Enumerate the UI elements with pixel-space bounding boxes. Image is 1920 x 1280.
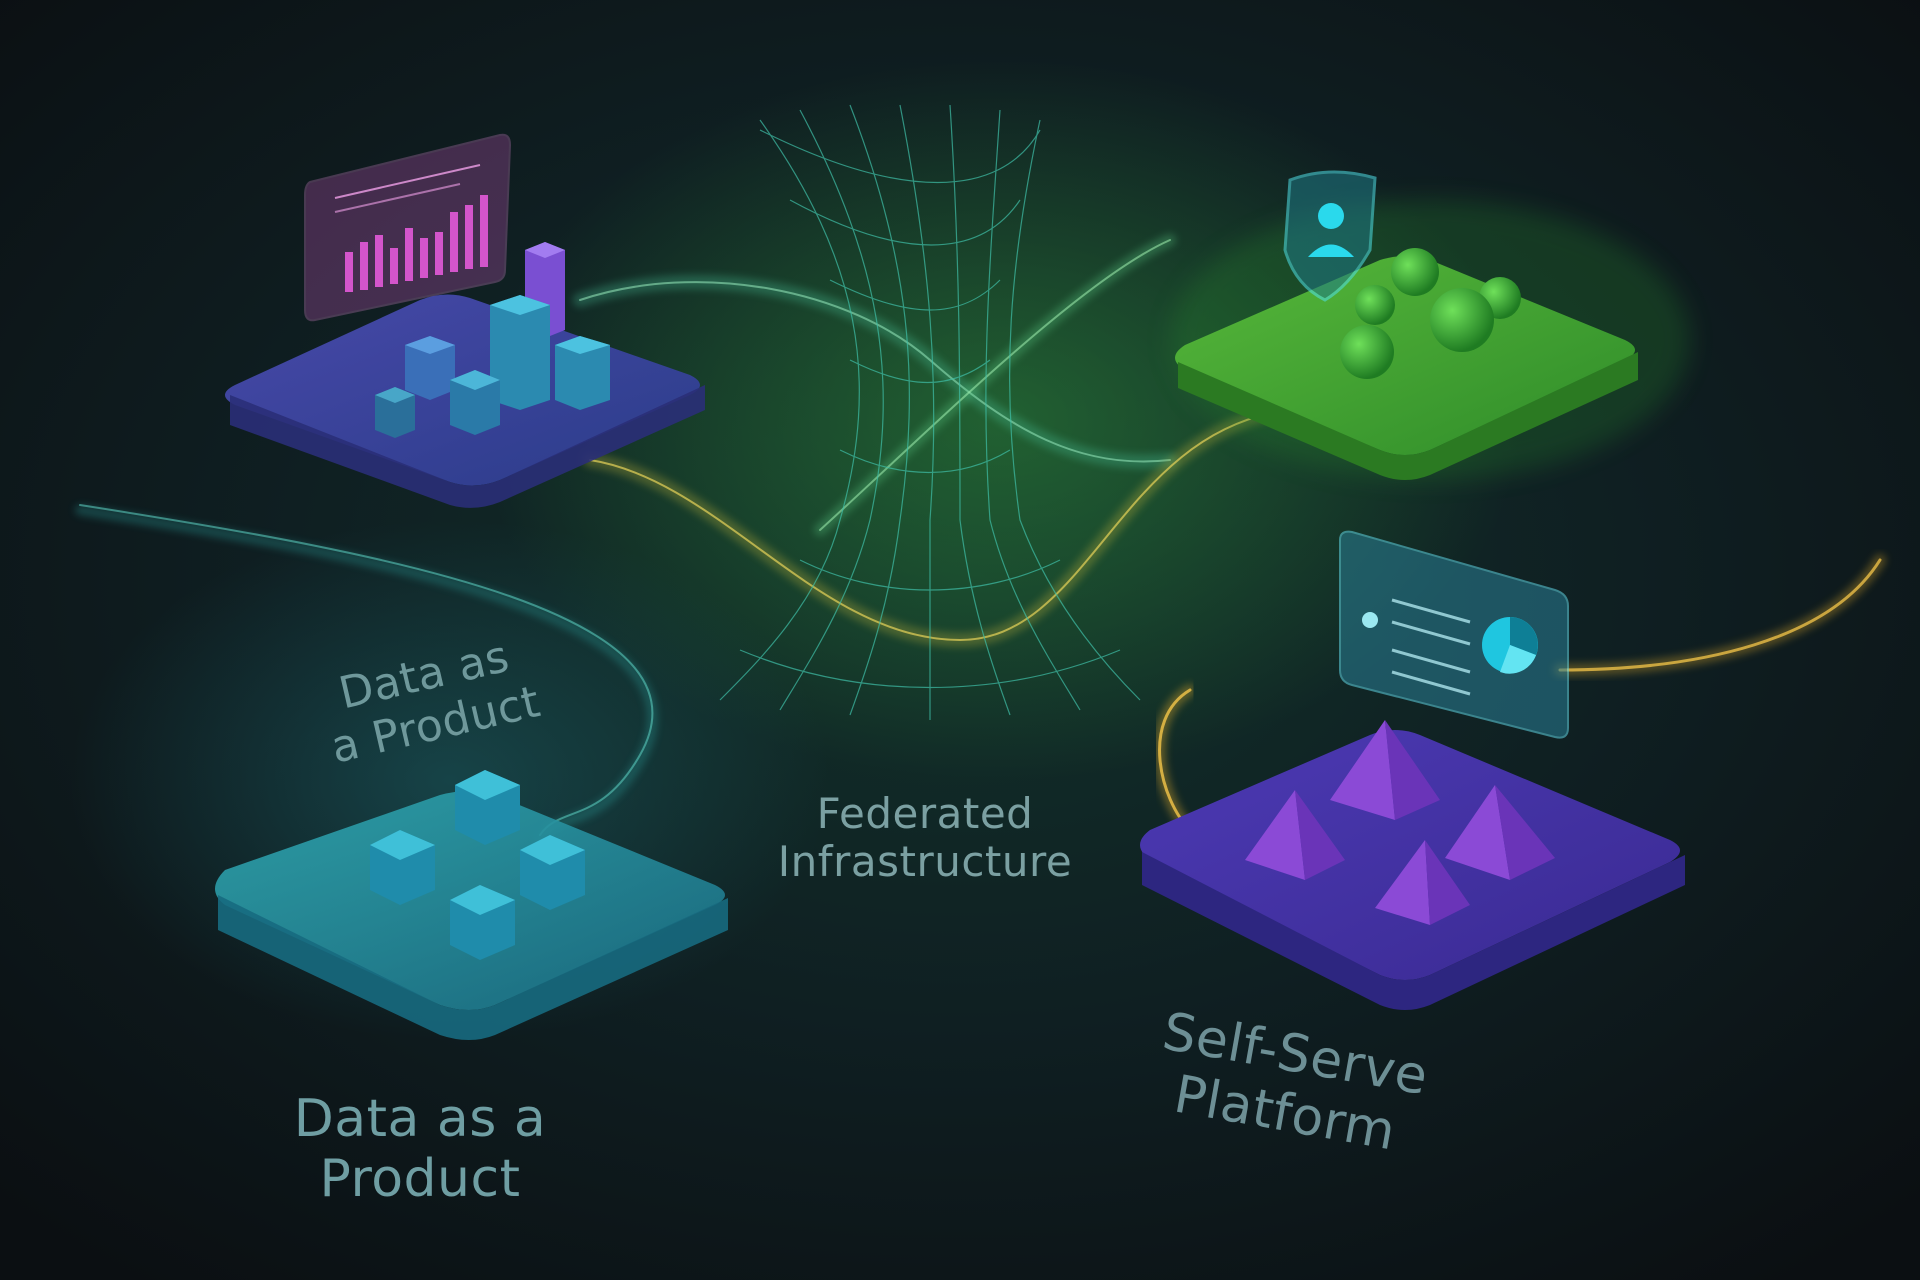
label-line: Infrastructure [777, 837, 1073, 887]
shield-user-icon [1283, 170, 1377, 302]
platform-edge [218, 895, 728, 1040]
governance-platform [1170, 170, 1690, 480]
platform-edge [230, 385, 705, 508]
label-data-as-a-product: Data as a Product [200, 1089, 640, 1210]
label-line: Federated [816, 789, 1034, 838]
data-bars [375, 242, 610, 438]
platform-edge [1178, 352, 1638, 480]
pyramids [1245, 720, 1555, 925]
label-federated-infrastructure: Federated Infrastructure [760, 789, 1090, 887]
federated-mesh-funnel [719, 104, 1141, 720]
cubes [370, 770, 585, 960]
platform-edge [1142, 852, 1685, 1010]
platform-base [1140, 730, 1680, 980]
bar-chart-screen [304, 133, 512, 322]
data-product-platform [215, 770, 728, 1040]
dashboard-card [1339, 530, 1569, 739]
spheres [1340, 248, 1521, 379]
analytics-platform [225, 133, 705, 508]
label-line: Product [319, 1148, 521, 1209]
label-line: Data as a [293, 1089, 547, 1149]
data-streams [75, 234, 1886, 845]
self-serve-platform [1140, 530, 1685, 1010]
platform-base [1175, 256, 1635, 455]
